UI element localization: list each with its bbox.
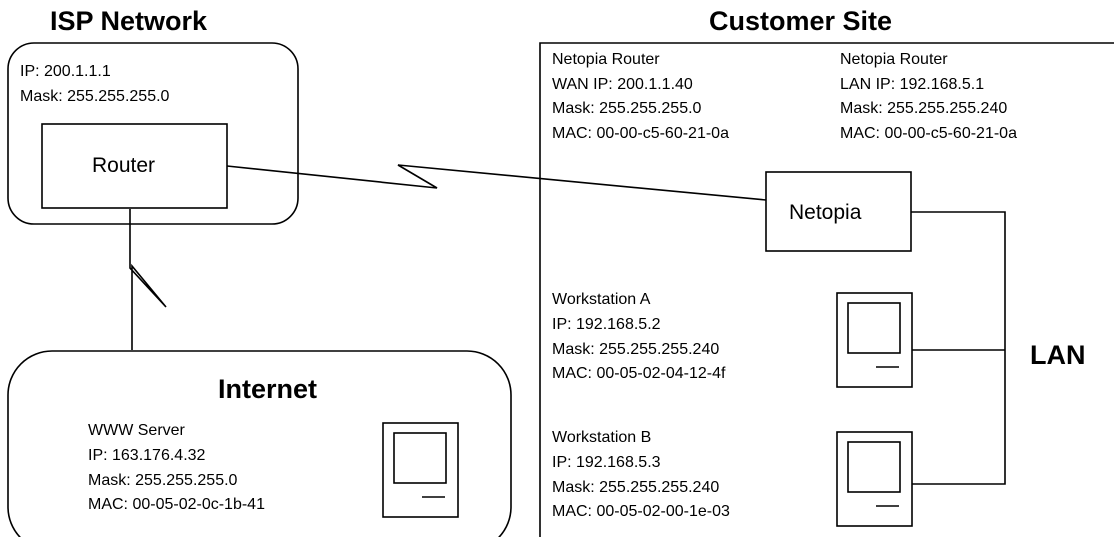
netopia-lan-heading: Netopia Router	[840, 51, 948, 68]
lan-bus	[911, 211, 1006, 485]
isp-network-title: ISP Network	[50, 6, 208, 36]
netopia-wan-mac: MAC: 00-00-c5-60-21-0a	[552, 125, 729, 142]
netopia-lan-ip: LAN IP: 192.168.5.1	[840, 76, 985, 93]
netopia-wan-heading: Netopia Router	[552, 51, 660, 68]
isp-internet-link	[129, 209, 167, 350]
isp-netopia-link	[226, 164, 767, 201]
internet-boundary	[7, 350, 512, 537]
workstation-a-mask: Mask: 255.255.255.240	[552, 341, 720, 358]
netopia-lan-mask: Mask: 255.255.255.240	[840, 100, 1008, 117]
netopia-wan-mask: Mask: 255.255.255.0	[552, 100, 702, 117]
lan-label: LAN	[1030, 340, 1086, 370]
isp-router-label: Router	[92, 154, 156, 177]
workstation-b-name: Workstation B	[552, 429, 652, 446]
customer-site-title: Customer Site	[709, 6, 893, 36]
workstation-a-ip: IP: 192.168.5.2	[552, 316, 661, 333]
internet-title: Internet	[218, 374, 318, 404]
computer-icon	[382, 422, 459, 518]
isp-network-boundary	[7, 42, 299, 225]
www-server-mac: MAC: 00-05-02-0c-1b-41	[88, 496, 265, 513]
customer-site-boundary	[539, 42, 1114, 537]
workstation-b-mask: Mask: 255.255.255.240	[552, 479, 720, 496]
workstation-b-ip: IP: 192.168.5.3	[552, 454, 661, 471]
www-server-name: WWW Server	[88, 422, 185, 439]
workstation-b-mac: MAC: 00-05-02-00-1e-03	[552, 503, 730, 520]
computer-icon	[836, 431, 913, 527]
isp-mask: Mask: 255.255.255.0	[20, 88, 170, 105]
computer-icon	[836, 292, 913, 388]
netopia-box-label: Netopia	[789, 201, 862, 224]
workstation-a-name: Workstation A	[552, 291, 651, 308]
netopia-lan-mac: MAC: 00-00-c5-60-21-0a	[840, 125, 1017, 142]
isp-ip: IP: 200.1.1.1	[20, 63, 111, 80]
workstation-a-mac: MAC: 00-05-02-04-12-4f	[552, 365, 726, 382]
netopia-wan-ip: WAN IP: 200.1.1.40	[552, 76, 693, 93]
www-server-mask: Mask: 255.255.255.0	[88, 472, 238, 489]
www-server-ip: IP: 163.176.4.32	[88, 447, 206, 464]
